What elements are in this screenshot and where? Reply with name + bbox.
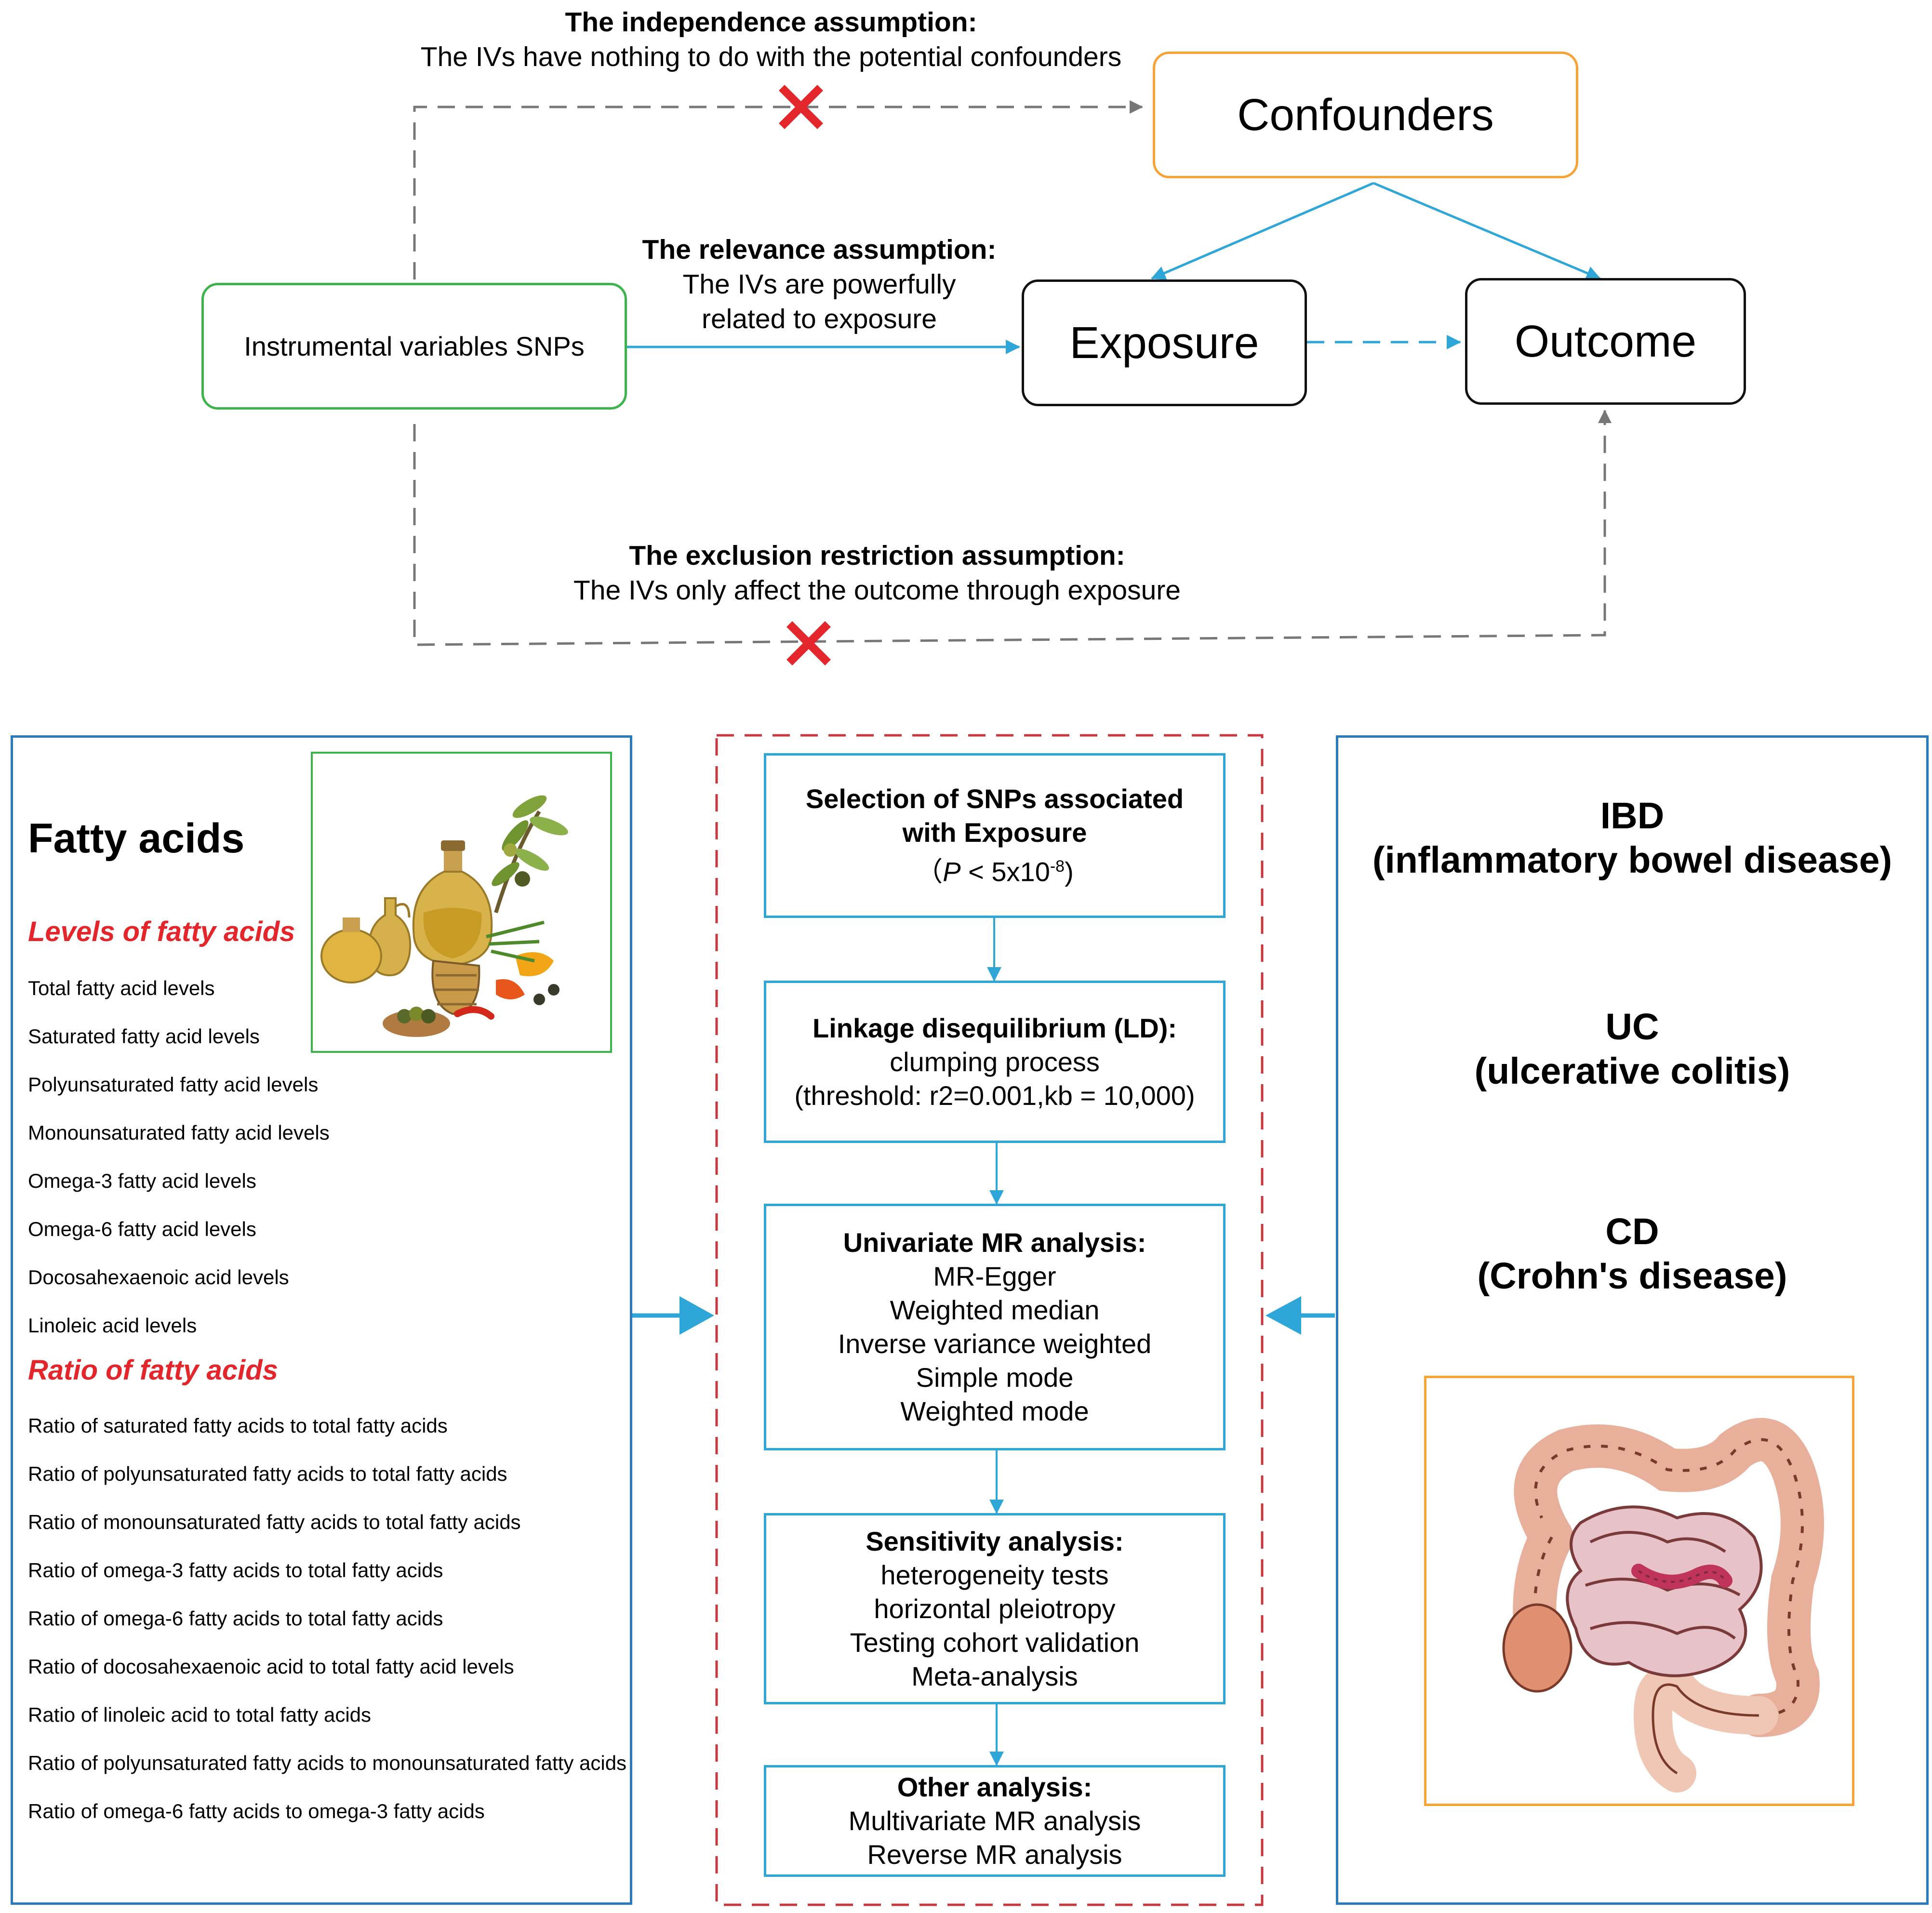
list-item: Omega-6 fatty acid levels bbox=[28, 1218, 256, 1240]
p-var: P bbox=[943, 856, 961, 887]
list-item: Total fatty acid levels bbox=[28, 977, 215, 999]
outcome-label: Outcome bbox=[1514, 316, 1697, 366]
step-snp-selection-box: Selection of SNPs associated with Exposu… bbox=[764, 753, 1226, 918]
exclusion-title: The exclusion restriction assumption: bbox=[629, 540, 1125, 571]
cross-mark-bottom bbox=[786, 621, 831, 666]
uc-full: (ulcerative colitis) bbox=[1474, 1050, 1790, 1092]
step-univariate-title: Univariate MR analysis: bbox=[843, 1227, 1146, 1258]
right-input-arrowhead bbox=[1266, 1296, 1301, 1335]
confounders-label: Confounders bbox=[1237, 90, 1494, 140]
uc-heading: UC (ulcerative colitis) bbox=[1336, 1005, 1929, 1093]
relevance-assumption-label: The relevance assumption: The IVs are po… bbox=[602, 232, 1036, 336]
list-item: heterogeneity tests bbox=[880, 1559, 1109, 1590]
list-item: Ratio of linoleic acid to total fatty ac… bbox=[28, 1703, 372, 1726]
exclusion-text: The IVs only affect the outcome through … bbox=[573, 575, 1181, 606]
step-ld-box: Linkage disequilibrium (LD): clumping pr… bbox=[764, 981, 1226, 1143]
list-item: Weighted median bbox=[890, 1295, 1100, 1325]
intestine-illustration bbox=[1502, 1418, 1824, 1793]
list-item: Weighted mode bbox=[900, 1396, 1089, 1426]
exclusion-assumption-label: The exclusion restriction assumption: Th… bbox=[482, 538, 1272, 608]
fatty-acids-title: Fatty acids bbox=[28, 815, 245, 862]
step-other-title: Other analysis: bbox=[897, 1772, 1093, 1802]
instrumental-variables-label: Instrumental variables SNPs bbox=[244, 331, 585, 361]
independence-assumption-label: The independence assumption: The IVs hav… bbox=[337, 5, 1205, 74]
outcome-box: Outcome bbox=[1465, 278, 1746, 405]
cd-full: (Crohn's disease) bbox=[1477, 1255, 1787, 1297]
ibd-heading: IBD (inflammatory bowel disease) bbox=[1336, 794, 1929, 882]
confounders-to-outcome-arrow bbox=[1373, 182, 1601, 280]
confounders-box: Confounders bbox=[1153, 52, 1578, 178]
cross-mark-top bbox=[778, 84, 824, 130]
list-item: Reverse MR analysis bbox=[867, 1839, 1122, 1870]
list-item: Ratio of polyunsaturated fatty acids to … bbox=[28, 1462, 507, 1485]
list-item: Ratio of saturated fatty acids to total … bbox=[28, 1414, 448, 1437]
list-item: MR-Egger bbox=[933, 1261, 1056, 1291]
exclusion-connector bbox=[413, 410, 1612, 646]
exposure-label: Exposure bbox=[1069, 318, 1259, 368]
intestine-image-frame bbox=[1424, 1376, 1854, 1806]
exposure-box: Exposure bbox=[1022, 279, 1307, 406]
step-sensitivity-box: Sensitivity analysis: heterogeneity test… bbox=[764, 1513, 1226, 1704]
list-item: Ratio of polyunsaturated fatty acids to … bbox=[28, 1752, 627, 1774]
step-ld-title: Linkage disequilibrium (LD): bbox=[812, 1012, 1177, 1043]
step-snp-selection-title-1: Selection of SNPs associated bbox=[805, 784, 1184, 814]
step-sensitivity-title: Sensitivity analysis: bbox=[866, 1526, 1124, 1556]
list-item: Ratio of omega-3 fatty acids to total fa… bbox=[28, 1559, 443, 1581]
p-rest: < 5x10 bbox=[960, 856, 1050, 887]
list-item: Saturated fatty acid levels bbox=[28, 1025, 260, 1048]
independence-text: The IVs have nothing to do with the pote… bbox=[420, 41, 1122, 72]
olive-oil-illustration bbox=[320, 795, 568, 1037]
p-exponent: -8 bbox=[1050, 857, 1065, 876]
list-item: Monounsaturated fatty acid levels bbox=[28, 1121, 330, 1144]
instrumental-variables-box: Instrumental variables SNPs bbox=[201, 283, 627, 410]
levels-heading: Levels of fatty acids bbox=[28, 916, 295, 947]
list-item: Ratio of docosahexaenoic acid to total f… bbox=[28, 1655, 514, 1678]
oils-image-frame bbox=[311, 752, 612, 1053]
list-item: Inverse variance weighted bbox=[838, 1328, 1152, 1359]
relevance-title: The relevance assumption: bbox=[642, 234, 997, 265]
list-item: Meta-analysis bbox=[911, 1661, 1078, 1691]
list-item: Testing cohort validation bbox=[850, 1627, 1140, 1658]
relevance-line2: related to exposure bbox=[702, 304, 937, 334]
list-item: Multivariate MR analysis bbox=[848, 1806, 1141, 1836]
independence-title: The independence assumption: bbox=[565, 7, 977, 38]
ratio-heading: Ratio of fatty acids bbox=[28, 1355, 278, 1386]
cd-abbr: CD bbox=[1605, 1211, 1659, 1252]
list-item: Ratio of monounsaturated fatty acids to … bbox=[28, 1511, 521, 1533]
p-open: （ bbox=[916, 856, 943, 887]
ibd-abbr: IBD bbox=[1600, 795, 1665, 837]
p-threshold: （P < 5x10-8) bbox=[916, 850, 1074, 889]
p-close: ) bbox=[1065, 856, 1074, 887]
list-item: Ratio of omega-6 fatty acids to omega-3 … bbox=[28, 1800, 485, 1822]
step-other-box: Other analysis: Multivariate MR analysis… bbox=[764, 1765, 1226, 1877]
confounders-to-exposure-arrow bbox=[1151, 182, 1374, 280]
list-item: Polyunsaturated fatty acid levels bbox=[28, 1073, 319, 1096]
independence-connector bbox=[413, 100, 1143, 279]
relevance-line1: The IVs are powerfully bbox=[682, 269, 956, 300]
list-item: Ratio of omega-6 fatty acids to total fa… bbox=[28, 1607, 443, 1630]
list-item: Linoleic acid levels bbox=[28, 1314, 197, 1337]
left-input-arrowhead bbox=[680, 1296, 714, 1335]
step-univariate-box: Univariate MR analysis: MR-Egger Weighte… bbox=[764, 1204, 1226, 1450]
cd-heading: CD (Crohn's disease) bbox=[1336, 1209, 1929, 1298]
step-ld-line2: (threshold: r2=0.001,kb = 10,000) bbox=[794, 1080, 1195, 1111]
list-item: Docosahexaenoic acid levels bbox=[28, 1266, 289, 1289]
ibd-full: (inflammatory bowel disease) bbox=[1372, 839, 1892, 881]
step-ld-line1: clumping process bbox=[890, 1046, 1100, 1077]
list-item: Simple mode bbox=[916, 1362, 1074, 1393]
flow-dashed-frame bbox=[715, 734, 1264, 1906]
list-item: horizontal pleiotropy bbox=[874, 1593, 1116, 1624]
uc-abbr: UC bbox=[1605, 1006, 1659, 1048]
step-snp-selection-title-2: with Exposure bbox=[902, 817, 1087, 848]
list-item: Omega-3 fatty acid levels bbox=[28, 1169, 256, 1192]
